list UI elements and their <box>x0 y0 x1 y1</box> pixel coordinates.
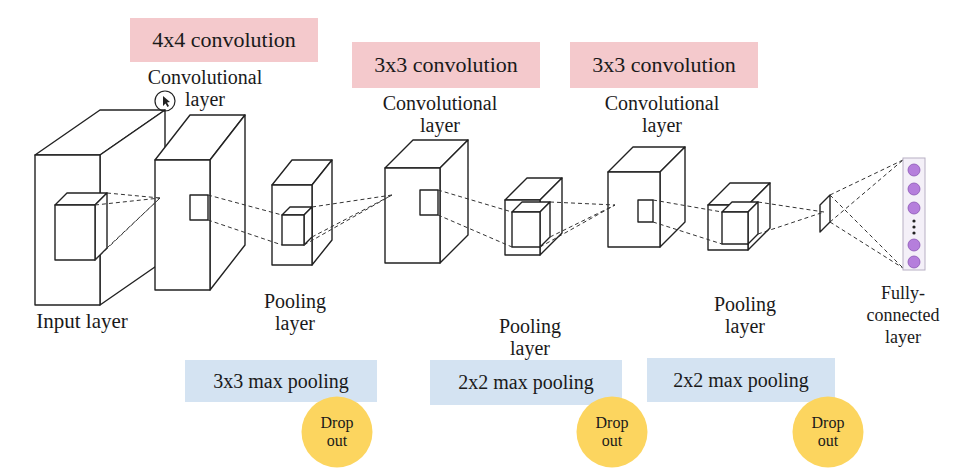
flatten-slab <box>820 195 830 232</box>
layer-name-label: Pooling layer <box>700 293 790 337</box>
dropout-label: Drop out <box>590 414 634 451</box>
layer-name-label: Input layer <box>7 310 157 332</box>
convolution-box: 4x4 convolution <box>130 18 318 62</box>
layer-name-label: Convolutional layer <box>375 92 505 136</box>
cursor-mark <box>155 91 175 111</box>
layer-name: Fully-connected layer <box>867 283 940 347</box>
layer-operation-label: 3x3 max pooling <box>213 370 349 393</box>
dropout-label: Drop out <box>806 414 850 451</box>
layer-name: Convolutional layer <box>605 92 719 136</box>
layer-name-label: Pooling layer <box>250 290 340 334</box>
layer-name: Convolutional layer <box>383 92 497 136</box>
layer-name: Convolutional layer <box>148 66 262 110</box>
pooling-box: 2x2 max pooling <box>647 358 835 402</box>
dropout-circle-fill <box>793 397 864 468</box>
layer-name-label: Convolutional layer <box>140 66 270 110</box>
dropout-circle-fill <box>577 397 648 468</box>
layer-operation-label: 2x2 max pooling <box>458 371 594 394</box>
convolution-box: 3x3 convolution <box>570 42 758 88</box>
layer-operation-label: 4x4 convolution <box>152 27 296 53</box>
conv-slab <box>155 115 245 290</box>
dropout-circle: Drop out <box>576 396 648 468</box>
pool-slab <box>708 183 770 250</box>
layer-name: Pooling layer <box>714 293 776 337</box>
layer-operation-label: 3x3 convolution <box>592 52 736 78</box>
dropout-circle: Drop out <box>301 396 373 468</box>
pooling-box: 3x3 max pooling <box>185 360 377 402</box>
pool-slab <box>272 160 332 265</box>
input-slab <box>35 110 165 305</box>
conv-slab <box>608 147 685 247</box>
pool-slab <box>505 178 562 255</box>
dropout-circle: Drop out <box>792 396 864 468</box>
dropout-label: Drop out <box>315 414 359 451</box>
convolution-box: 3x3 convolution <box>352 42 540 88</box>
conv-slab <box>385 140 468 263</box>
pooling-box: 2x2 max pooling <box>430 360 622 405</box>
fully-connected-column <box>903 158 925 270</box>
layer-operation-label: 3x3 convolution <box>374 52 518 78</box>
layer-name: Input layer <box>36 309 128 333</box>
layer-name: Pooling layer <box>264 290 326 334</box>
layer-name-label: Convolutional layer <box>597 92 727 136</box>
layer-operation-label: 2x2 max pooling <box>673 369 809 392</box>
dropout-circle-fill <box>302 397 373 468</box>
receptive-field-lines <box>95 160 903 268</box>
layer-name-label: Fully-connected layer <box>856 282 951 348</box>
layer-name-label: Pooling layer <box>485 315 575 359</box>
layer-name: Pooling layer <box>499 315 561 359</box>
